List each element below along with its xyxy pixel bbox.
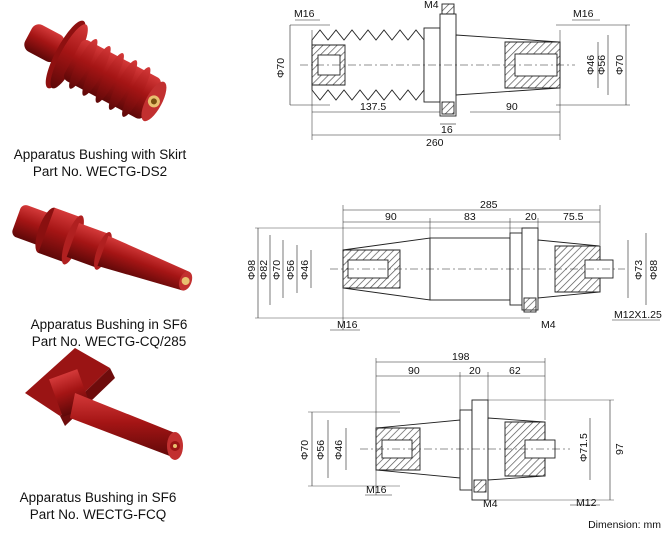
drawing-fcq-labels: 198 90 20 62 Φ70 Φ56 Φ46 Φ71.5 97 M16 M4… (299, 351, 626, 510)
dim-90: 90 (408, 365, 420, 377)
dim-phi71-5: Φ71.5 (578, 433, 590, 462)
dim-m4: M4 (424, 0, 439, 11)
drawing-ds2-labels: M16 M4 M16 Φ70 Φ46 Φ56 Φ70 137.5 90 16 2… (275, 0, 626, 149)
dim-phi88: Φ88 (648, 260, 660, 280)
dim-137-5: 137.5 (360, 101, 386, 113)
drawing-cq285-labels: 285 90 83 20 75.5 Φ98 Φ82 Φ70 Φ56 Φ46 Φ7… (246, 199, 662, 331)
product-caption-3: Apparatus Bushing in SF6 Part No. WECTG-… (0, 489, 196, 523)
product-caption-2: Apparatus Bushing in SF6 Part No. WECTG-… (0, 316, 218, 350)
dim-62: 62 (509, 365, 521, 377)
dim-m16-left: M16 (294, 8, 315, 20)
product-part-number: Part No. WECTG-FCQ (29, 507, 167, 522)
dim-phi73: Φ73 (633, 260, 645, 280)
dim-90: 90 (385, 211, 397, 223)
dim-phi56: Φ56 (285, 260, 297, 280)
drawing-ds2 (289, 3, 630, 140)
product-photo-fcq-bushing (25, 348, 183, 460)
product-part-number: Part No. WECTG-CQ/285 (31, 334, 187, 349)
drawing-cq285 (255, 205, 660, 331)
product-name: Apparatus Bushing in SF6 (19, 490, 177, 505)
dim-phi70: Φ70 (299, 440, 311, 460)
dim-phi98: Φ98 (246, 260, 258, 280)
dim-285: 285 (480, 199, 498, 211)
dim-phi82: Φ82 (258, 260, 270, 280)
dim-20: 20 (525, 211, 537, 223)
dim-phi46: Φ46 (333, 440, 345, 460)
dim-16: 16 (441, 124, 453, 136)
drawing-fcq (308, 358, 614, 506)
dim-phi56: Φ56 (596, 55, 608, 75)
product-photo-skirt-bushing (24, 20, 167, 122)
dim-m16-right: M16 (573, 8, 594, 20)
dim-m16: M16 (366, 484, 387, 496)
dim-m16: M16 (337, 319, 358, 331)
dimension-unit-note: Dimension: mm (588, 519, 661, 531)
product-part-number: Part No. WECTG-DS2 (32, 164, 168, 179)
dim-m4: M4 (483, 498, 498, 510)
dim-phi46: Φ46 (299, 260, 311, 280)
product-photo-sf6-bushing (12, 205, 193, 291)
dim-m12: M12 (576, 497, 597, 509)
dim-75-5: 75.5 (563, 211, 584, 223)
dim-20: 20 (469, 365, 481, 377)
dim-198: 198 (452, 351, 470, 363)
dim-phi70-right: Φ70 (614, 55, 626, 75)
dim-phi70-left: Φ70 (275, 58, 287, 78)
dim-83: 83 (464, 211, 476, 223)
product-caption-1: Apparatus Bushing with Skirt Part No. WE… (0, 146, 200, 180)
dim-m4: M4 (541, 319, 556, 331)
dim-260: 260 (426, 137, 444, 149)
dim-phi70: Φ70 (271, 260, 283, 280)
product-name: Apparatus Bushing in SF6 (30, 317, 188, 332)
dim-m12x1-25: M12X1.25 (614, 309, 662, 321)
product-name: Apparatus Bushing with Skirt (13, 147, 187, 162)
dim-phi46: Φ46 (585, 55, 597, 75)
dim-phi56: Φ56 (315, 440, 327, 460)
dim-97: 97 (614, 443, 626, 455)
dim-90: 90 (506, 101, 518, 113)
